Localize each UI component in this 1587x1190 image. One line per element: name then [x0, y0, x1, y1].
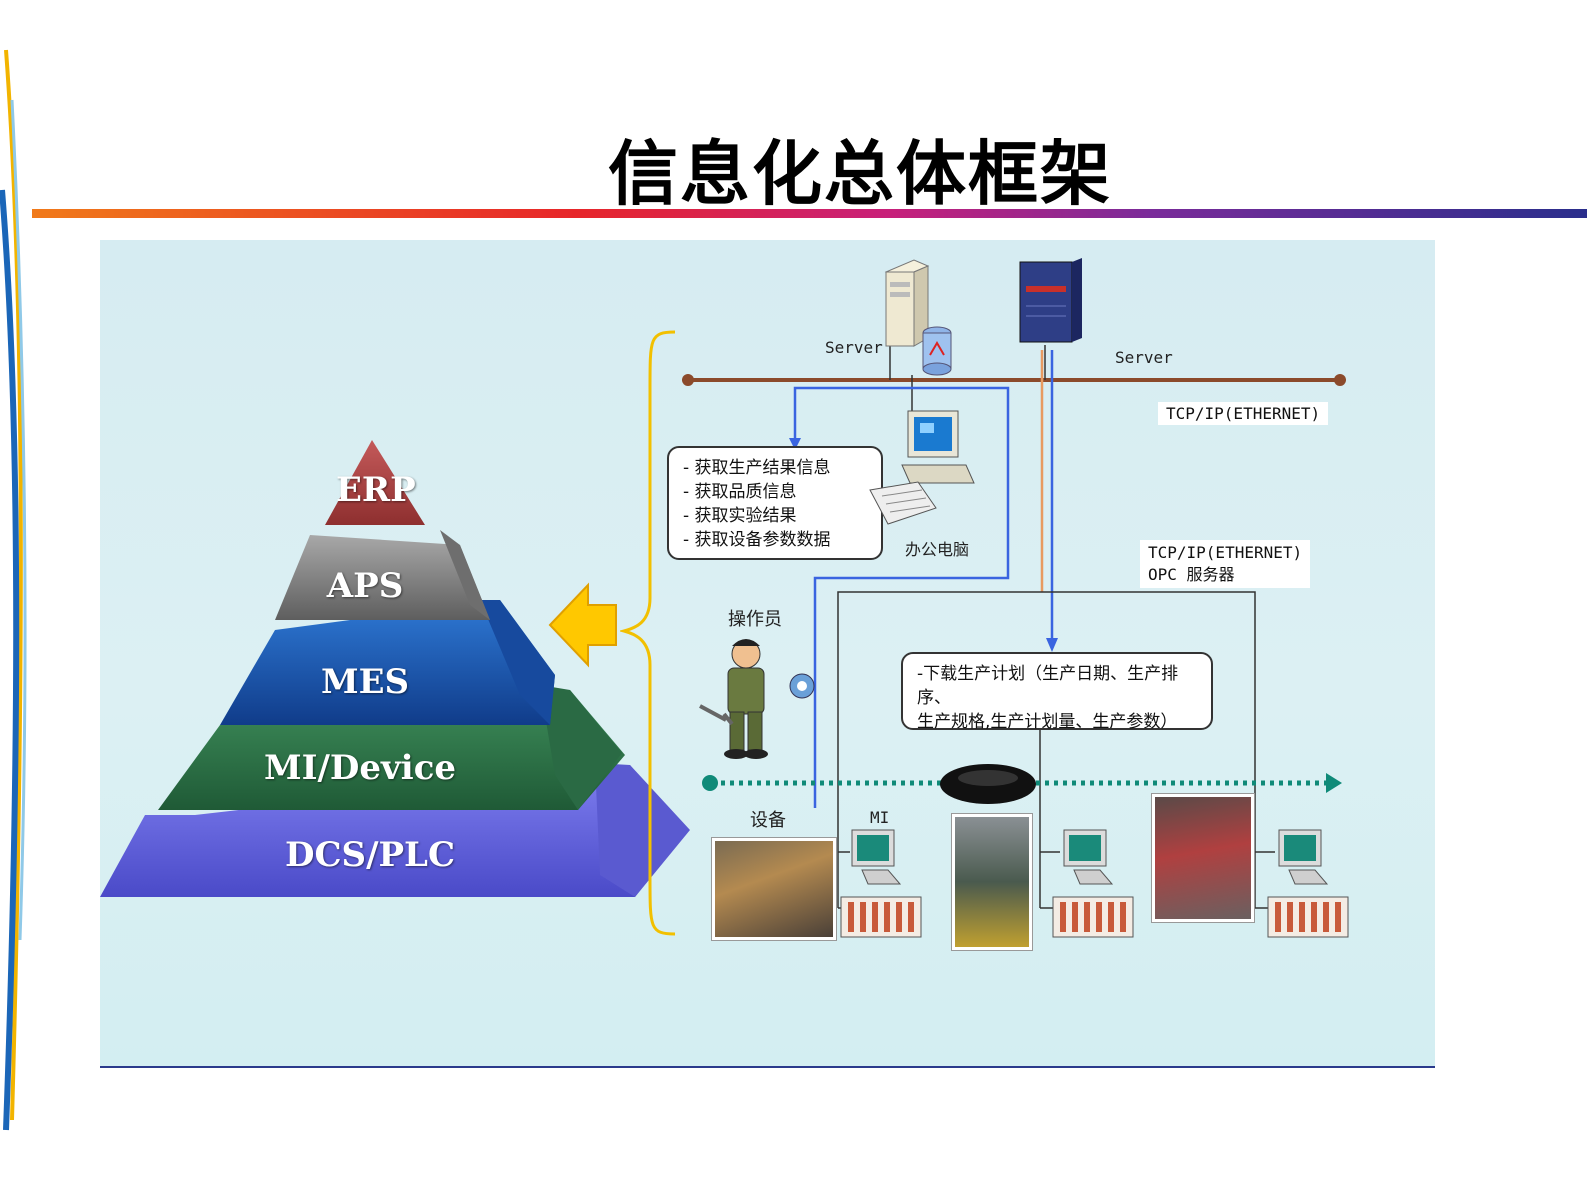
page-title: 信息化总体框架 [608, 133, 1112, 215]
diagram-panel: ERP APS MES MI/Device DCS/PLC [100, 240, 1435, 1068]
info-box: - 获取生产结果信息 - 获取品质信息 - 获取实验结果 - 获取设备参数数据 [667, 446, 883, 560]
desktop-pc-icon [901, 410, 975, 484]
operator-label: 操作员 [728, 609, 782, 630]
arrow-left-icon [548, 582, 617, 668]
plc-rack-icon [840, 896, 922, 938]
title-divider [32, 209, 1587, 218]
server-left-label: Server [825, 338, 883, 357]
equipment-photo [952, 814, 1032, 950]
pyramid-level-aps [275, 535, 490, 620]
office-pc-label: 办公电脑 [905, 540, 970, 559]
pyramid-side-dcs-plc [595, 763, 690, 897]
info-item: - 获取品质信息 [683, 482, 797, 502]
info-item: - 获取生产结果信息 [683, 458, 831, 478]
pyramid-side-aps [440, 530, 490, 620]
mi-label: MI [870, 808, 890, 827]
grouping-brace [620, 330, 676, 936]
server-right-label: Server [1115, 348, 1173, 367]
equipment-photo [712, 838, 836, 940]
equipment-label: 设备 [750, 810, 786, 831]
wrench-icon [699, 704, 734, 726]
pyramid-label-mes: MES [320, 662, 410, 702]
pyramid-side-mes [480, 600, 555, 725]
pyramid-label-aps: APS [326, 566, 404, 606]
info-item: - 获取实验结果 [683, 506, 797, 526]
opc-label-line2: OPC 服务器 [1148, 565, 1235, 584]
server-tower-icon [884, 259, 930, 347]
gear-icon [789, 673, 815, 699]
plc-rack-icon [1267, 896, 1349, 938]
monitor-icon [1063, 829, 1114, 885]
pyramid-graphic [100, 440, 690, 897]
opc-server-label: TCP/IP(ETHERNET) OPC 服务器 [1140, 540, 1311, 588]
pyramid-level-erp [325, 440, 425, 525]
pyramid-level-mes [220, 600, 555, 725]
hub-icon [940, 764, 1036, 804]
keyboard-icon [869, 481, 937, 525]
decorative-swoosh [0, 49, 27, 1131]
opc-label-line1: TCP/IP(ETHERNET) [1148, 543, 1303, 562]
pyramid-label-dcs-plc: DCS/PLC [284, 835, 456, 875]
equipment-photo [1152, 794, 1254, 922]
monitor-icon [851, 829, 902, 885]
mainframe-icon [1019, 258, 1082, 343]
plan-line2: 生产规格,生产计划量、生产参数） [917, 712, 1178, 732]
plan-line1: -下载生产计划（生产日期、生产排序、 [917, 664, 1179, 708]
worker-icon [724, 639, 768, 759]
pyramid-side-mi-device [540, 685, 622, 810]
plc-rack-icon [1052, 896, 1134, 938]
tcp-ip-label: TCP/IP(ETHERNET) [1158, 402, 1329, 425]
info-item: - 获取设备参数数据 [683, 530, 831, 550]
database-icon [922, 326, 952, 376]
monitor-icon [1278, 829, 1329, 885]
pyramid-label-mi-device: MI/Device [263, 748, 457, 788]
production-plan-box: -下载生产计划（生产日期、生产排序、 生产规格,生产计划量、生产参数） [901, 652, 1213, 732]
